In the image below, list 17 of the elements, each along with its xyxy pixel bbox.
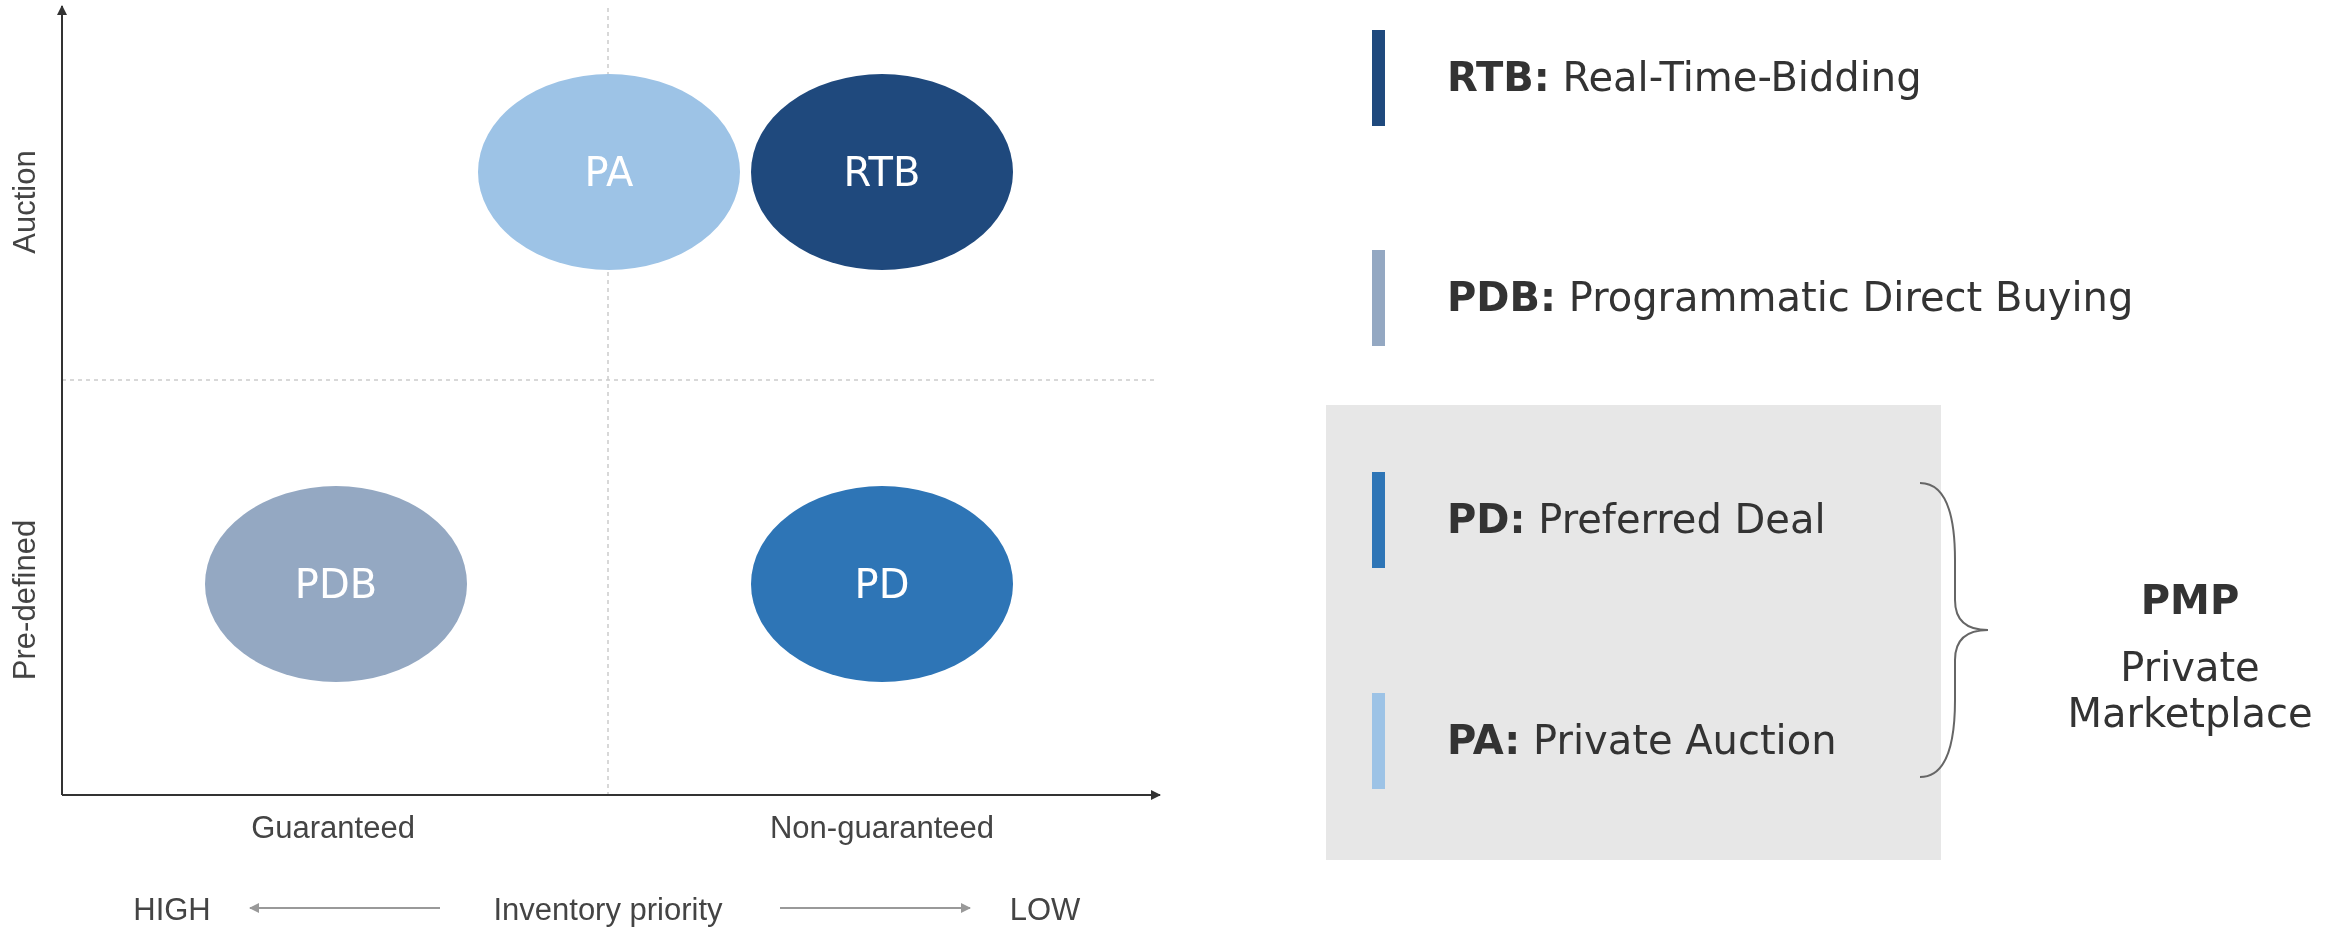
legend-text: PDB: Programmatic Direct Buying <box>1447 274 2134 320</box>
ellipse-label: RTB <box>843 149 921 195</box>
ellipse-label: PD <box>854 561 910 607</box>
axis-label: LOW <box>1009 892 1081 928</box>
group-label: Private Marketplace <box>2066 644 2314 736</box>
axis-label: HIGH <box>133 892 211 928</box>
ellipse-label: PDB <box>294 561 378 607</box>
legend-text: PD: Preferred Deal <box>1447 496 1826 542</box>
legend-text: PA: Private Auction <box>1447 717 1837 763</box>
axis-label: Auction <box>7 150 43 254</box>
axis-label: Guaranteed <box>251 810 415 846</box>
axis-label: Pre-defined <box>7 519 43 681</box>
axis-label: Non-guaranteed <box>769 810 995 846</box>
legend-text: RTB: Real-Time-Bidding <box>1447 54 1922 100</box>
group-title: PMP <box>2140 577 2240 623</box>
axis-title: Inventory priority <box>493 892 723 928</box>
ellipse-label: PA <box>584 149 634 195</box>
